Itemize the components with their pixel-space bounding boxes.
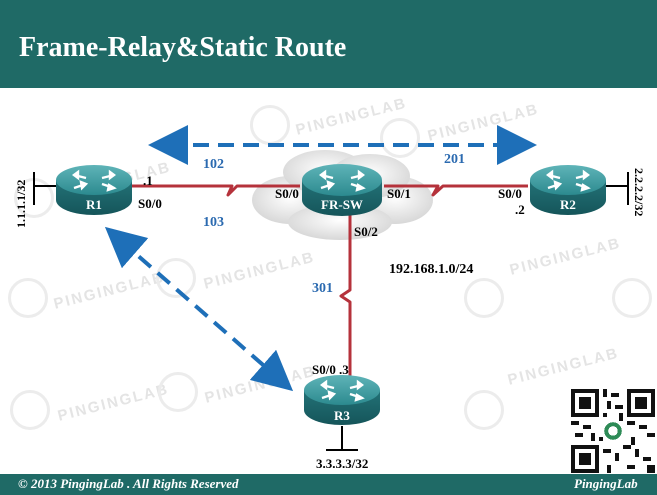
serial-links (128, 184, 528, 376)
r2-loopback-label: 2.2.2.2/32 (632, 168, 646, 217)
watermark-logo (612, 278, 652, 318)
router-r3-icon (304, 375, 380, 425)
header-bar: Frame-Relay&Static Route (0, 0, 657, 88)
pvc-arrow-r1-r3 (104, 226, 294, 392)
frsw-s02-label: S0/2 (354, 224, 378, 239)
router-r2-label: R2 (560, 197, 576, 212)
link-r1-frsw (128, 184, 300, 197)
qr-code-image (571, 389, 655, 473)
r3-s00-label: S0/0 (312, 362, 336, 377)
r3-loopback-label: 3.3.3.3/32 (316, 456, 369, 471)
footer-bar: © 2013 PingingLab . All Rights Reserved … (0, 474, 657, 495)
footer-copyright: © 2013 PingingLab . All Rights Reserved (18, 476, 239, 491)
r2-s00-label: S0/0 (498, 186, 522, 201)
link-frsw-r3 (339, 212, 352, 376)
dlci-102-label: 102 (203, 157, 224, 172)
page-title: Frame-Relay&Static Route (19, 32, 347, 63)
dlci-301-label: 301 (312, 281, 333, 296)
dlci-201-label: 201 (444, 152, 465, 167)
watermark-logo (10, 390, 50, 430)
watermark-logo (464, 390, 504, 430)
router-r1-icon (56, 165, 132, 215)
r1-host-label: .1 (143, 173, 153, 188)
loopback-stubs (33, 172, 629, 451)
r1-s00-label: S0/0 (138, 196, 162, 211)
watermark-logo (464, 278, 504, 318)
watermark-logo (8, 278, 48, 318)
link-frsw-r2 (384, 184, 528, 197)
footer-brand: PingingLab (574, 476, 638, 491)
frsw-s00-label: S0/0 (275, 186, 299, 201)
dlci-103-label: 103 (203, 215, 224, 230)
router-r2-icon (530, 165, 606, 215)
router-frsw-icon (302, 164, 382, 216)
network-label: 192.168.1.0/24 (389, 262, 474, 277)
r3-host-label: .3 (339, 362, 349, 377)
r1-loopback-label: 1.1.1.1/32 (14, 179, 28, 228)
router-r1-label: R1 (86, 197, 102, 212)
router-r3-label: R3 (334, 408, 350, 423)
frsw-s01-label: S0/1 (387, 186, 411, 201)
router-frsw-label: FR-SW (321, 197, 363, 212)
r2-host-label: .2 (515, 202, 525, 217)
